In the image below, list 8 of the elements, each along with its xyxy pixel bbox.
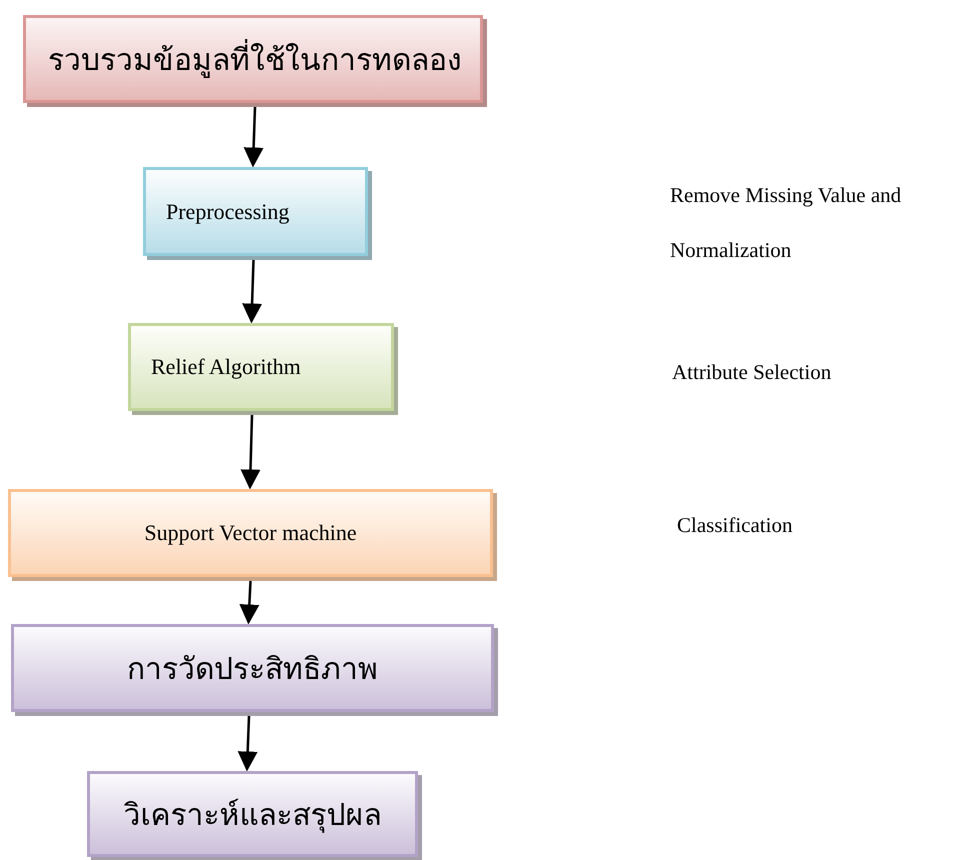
arrow xyxy=(244,106,264,168)
note-text: Remove Missing Value and Normalization xyxy=(670,182,902,264)
arrow xyxy=(238,716,258,772)
note-text: Classification xyxy=(677,512,794,539)
arrow xyxy=(240,414,260,490)
note-text: Attribute Selection xyxy=(672,359,832,386)
arrow xyxy=(239,580,260,624)
arrow xyxy=(242,260,262,324)
